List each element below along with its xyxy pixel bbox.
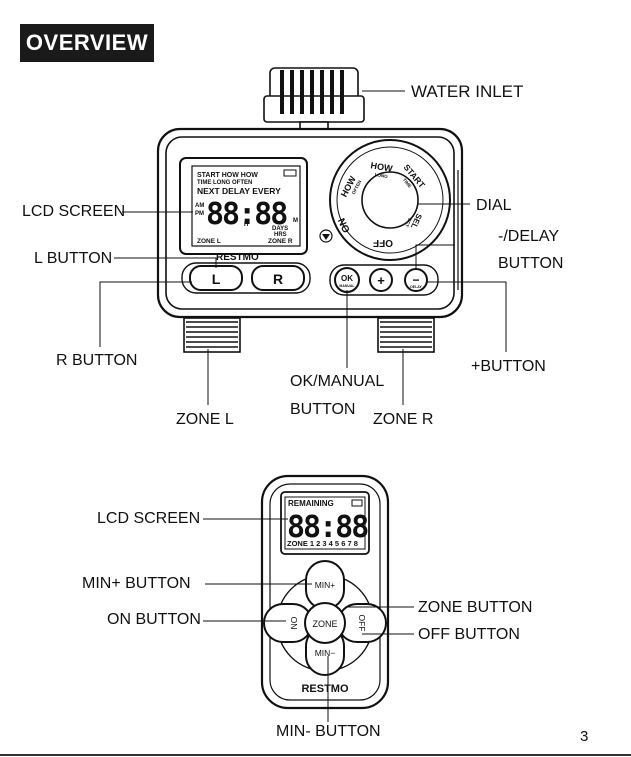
minus-button-label: −: [412, 273, 419, 287]
timer-lcd-screen: [191, 165, 301, 247]
remote-min-minus-label: MIN−: [315, 648, 336, 658]
timer-lcd-contents: START HOW HOW TIME LONG OFTEN NEXT DELAY…: [195, 172, 298, 245]
timer-brand: RESTMO: [216, 252, 259, 263]
timer-dial-ring: [329, 139, 451, 261]
lcd-pm: PM: [195, 211, 204, 217]
label-r-button: R BUTTON: [56, 352, 138, 369]
remote-min-plus-label: MIN+: [315, 580, 336, 590]
label-ok-manual-line1: OK/MANUAL: [290, 373, 385, 390]
zone-r-outlet: [377, 317, 435, 353]
lcd-hrs: HRS: [274, 232, 287, 238]
remote-on-label: ON: [289, 617, 299, 630]
lcd-zone-l: ZONE L: [197, 238, 221, 245]
remote-lcd-remaining: REMAINING: [288, 499, 334, 508]
label-l-button: L BUTTON: [34, 250, 113, 267]
section-title: OVERVIEW: [20, 24, 154, 62]
lcd-am: AM: [195, 203, 204, 209]
label-lcd-screen: LCD SCREEN: [22, 203, 126, 220]
remote-off-button: [337, 603, 387, 643]
remote-off-label: OFF: [357, 615, 367, 632]
remote-lcd-contents: REMAINING 88:88 ZONE 1 2 3 4 5 6 7 8: [287, 499, 370, 548]
label-min-minus-button: MIN- BUTTON: [276, 723, 381, 740]
plus-button-label: +: [377, 273, 385, 288]
label-zone-l: ZONE L: [176, 411, 234, 428]
label-zone-button: ZONE BUTTON: [418, 599, 533, 616]
remote-lcd-digits: 88:88: [287, 510, 368, 545]
ok-button-label: OK: [341, 274, 353, 283]
remote-on-button: [263, 603, 313, 643]
lcd-top-row2: TIME LONG OFTEN: [197, 180, 252, 186]
dial-start-sub: TIME: [402, 177, 413, 188]
water-inlet-connector: [263, 67, 365, 131]
lcd-m: M: [293, 218, 298, 224]
timer-device: [156, 67, 464, 353]
timer-leader-lines: [99, 90, 507, 405]
label-plus-button: +BUTTON: [471, 358, 546, 375]
label-off-button: OFF BUTTON: [418, 626, 520, 643]
zone-l-outlet: [183, 317, 241, 353]
label-delay-button-line2: BUTTON: [498, 255, 564, 272]
lcd-mid-row: NEXT DELAY EVERY: [197, 186, 281, 196]
label-delay-button-line1: -/DELAY: [498, 228, 560, 245]
label-water-inlet: WATER INLET: [411, 82, 524, 101]
plus-button: [369, 268, 393, 292]
remote-zone-label: ZONE: [312, 619, 337, 629]
remote-brand: RESTMO: [301, 683, 349, 695]
label-ok-manual-line2: BUTTON: [290, 401, 356, 418]
label-remote-lcd-screen: LCD SCREEN: [97, 510, 201, 527]
remote-leader-lines: [203, 518, 414, 722]
timer-dial-center: [361, 171, 419, 229]
minus-button-sublabel: DELAY: [410, 285, 422, 289]
dial-how-often-sub: OFTEN: [351, 179, 363, 195]
lcd-h: H: [244, 222, 248, 228]
remote-lcd-frame: [280, 491, 370, 555]
r-button: [251, 265, 305, 291]
lcd-days: DAYS: [272, 226, 288, 232]
dial-off: OFF: [373, 237, 393, 248]
label-min-plus-button: MIN+ BUTTON: [82, 575, 191, 592]
lcd-zone-r: ZONE R: [268, 238, 293, 245]
remote-zone-button: [304, 602, 346, 644]
label-zone-r: ZONE R: [373, 411, 434, 428]
lcd-top-row: START HOW HOW: [197, 172, 258, 179]
remote-lcd-zones: ZONE 1 2 3 4 5 6 7 8: [287, 539, 358, 548]
r-button-label: R: [273, 271, 283, 287]
timer-lcd-frame: [179, 157, 308, 255]
remote-min-plus-button: [305, 560, 345, 610]
label-dial: DIAL: [476, 197, 512, 214]
label-on-button: ON BUTTON: [107, 611, 201, 628]
footer-rule: [0, 754, 631, 756]
dial-how-long-sub: LONG: [374, 172, 388, 179]
dial-how-long: HOW: [370, 160, 394, 174]
lcd-digits: 88:88: [206, 197, 287, 232]
ok-button-sublabel: MANUAL: [339, 284, 355, 288]
remote-device: [260, 474, 390, 710]
page-number: 3: [580, 728, 589, 745]
dial-sel-sub: ECT: [404, 217, 412, 227]
l-button-label: L: [212, 271, 221, 287]
